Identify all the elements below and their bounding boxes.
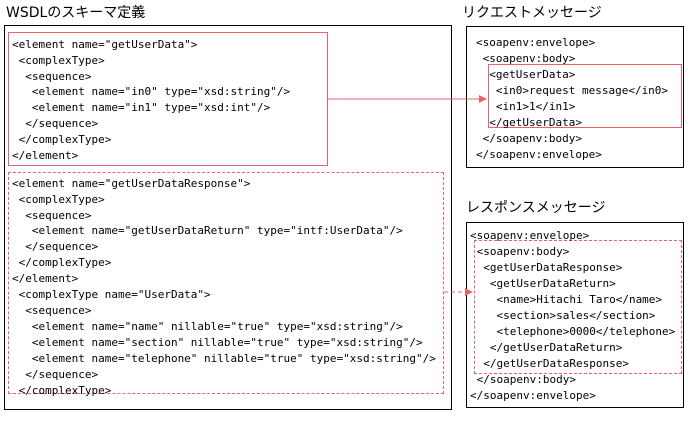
request-line: </getUserData> bbox=[476, 116, 582, 129]
schema-line: <complexType> bbox=[12, 54, 105, 67]
schema-line: </complexType> bbox=[12, 256, 112, 269]
schema-request-highlight bbox=[8, 32, 328, 166]
schema-line: <sequence> bbox=[12, 304, 92, 317]
request-line: <soapenv:envelope> bbox=[476, 36, 596, 49]
schema-line: <sequence> bbox=[12, 209, 92, 222]
schema-line: <element name="getUserData"> bbox=[12, 38, 198, 51]
schema-line: <complexType> bbox=[12, 193, 105, 206]
request-panel bbox=[466, 26, 684, 168]
response-line: <telephone>0000</telephone> bbox=[470, 325, 676, 338]
request-line: </soapenv:envelope> bbox=[476, 148, 602, 161]
schema-line: <element name="section" nillable="true" … bbox=[12, 336, 423, 349]
response-line: <soapenv:envelope> bbox=[470, 229, 590, 242]
schema-line: </sequence> bbox=[12, 368, 99, 381]
response-line: <getUserDataResponse> bbox=[470, 261, 623, 274]
schema-line: <element name="name" nillable="true" typ… bbox=[12, 320, 403, 333]
request-line: <soapenv:body> bbox=[476, 52, 576, 65]
response-line: </soapenv:body> bbox=[470, 373, 576, 386]
request-line: <in0>request message</in0> bbox=[476, 84, 669, 97]
schema-response-highlight bbox=[8, 172, 444, 394]
schema-line: </complexType> bbox=[12, 133, 112, 146]
request-line: </soapenv:body> bbox=[476, 132, 582, 145]
response-line: <section>sales</section> bbox=[470, 309, 656, 322]
request-line: <in1>1</in1> bbox=[476, 100, 576, 113]
schema-line: <element name="getUserDataReturn" type="… bbox=[12, 224, 403, 237]
schema-panel bbox=[4, 25, 452, 410]
schema-line: </element> bbox=[12, 272, 79, 285]
schema-line: <element name="in0" type="xsd:string"/> bbox=[12, 85, 291, 98]
response-line: <getUserDataReturn> bbox=[470, 277, 616, 290]
response-line: <name>Hitachi Taro</name> bbox=[470, 293, 663, 306]
response-line: <soapenv:body> bbox=[470, 245, 570, 258]
request-line: <getUserData> bbox=[476, 68, 576, 81]
schema-line: </complexType> bbox=[12, 384, 112, 397]
schema-line: </sequence> bbox=[12, 240, 99, 253]
schema-line: <element name="telephone" nillable="true… bbox=[12, 352, 436, 365]
schema-line: </sequence> bbox=[12, 117, 99, 130]
schema-line: </element> bbox=[12, 149, 79, 162]
request-body-highlight bbox=[488, 64, 682, 128]
schema-line: <complexType name="UserData"> bbox=[12, 288, 211, 301]
response-panel bbox=[466, 222, 684, 408]
schema-line: <element name="in1" type="xsd:int"/> bbox=[12, 101, 271, 114]
schema-line: <element name="getUserDataResponse"> bbox=[12, 177, 251, 190]
schema-title: WSDLのスキーマ定義 bbox=[6, 5, 146, 21]
response-title: レスポンスメッセージ bbox=[466, 200, 606, 216]
request-title: リクエストメッセージ bbox=[462, 5, 602, 21]
response-line: </getUserDataResponse> bbox=[470, 357, 629, 370]
schema-line: <sequence> bbox=[12, 70, 92, 83]
response-body-highlight bbox=[474, 240, 682, 374]
response-line: </getUserDataReturn> bbox=[470, 341, 623, 354]
response-line: </soapenv:envelope> bbox=[470, 389, 596, 402]
